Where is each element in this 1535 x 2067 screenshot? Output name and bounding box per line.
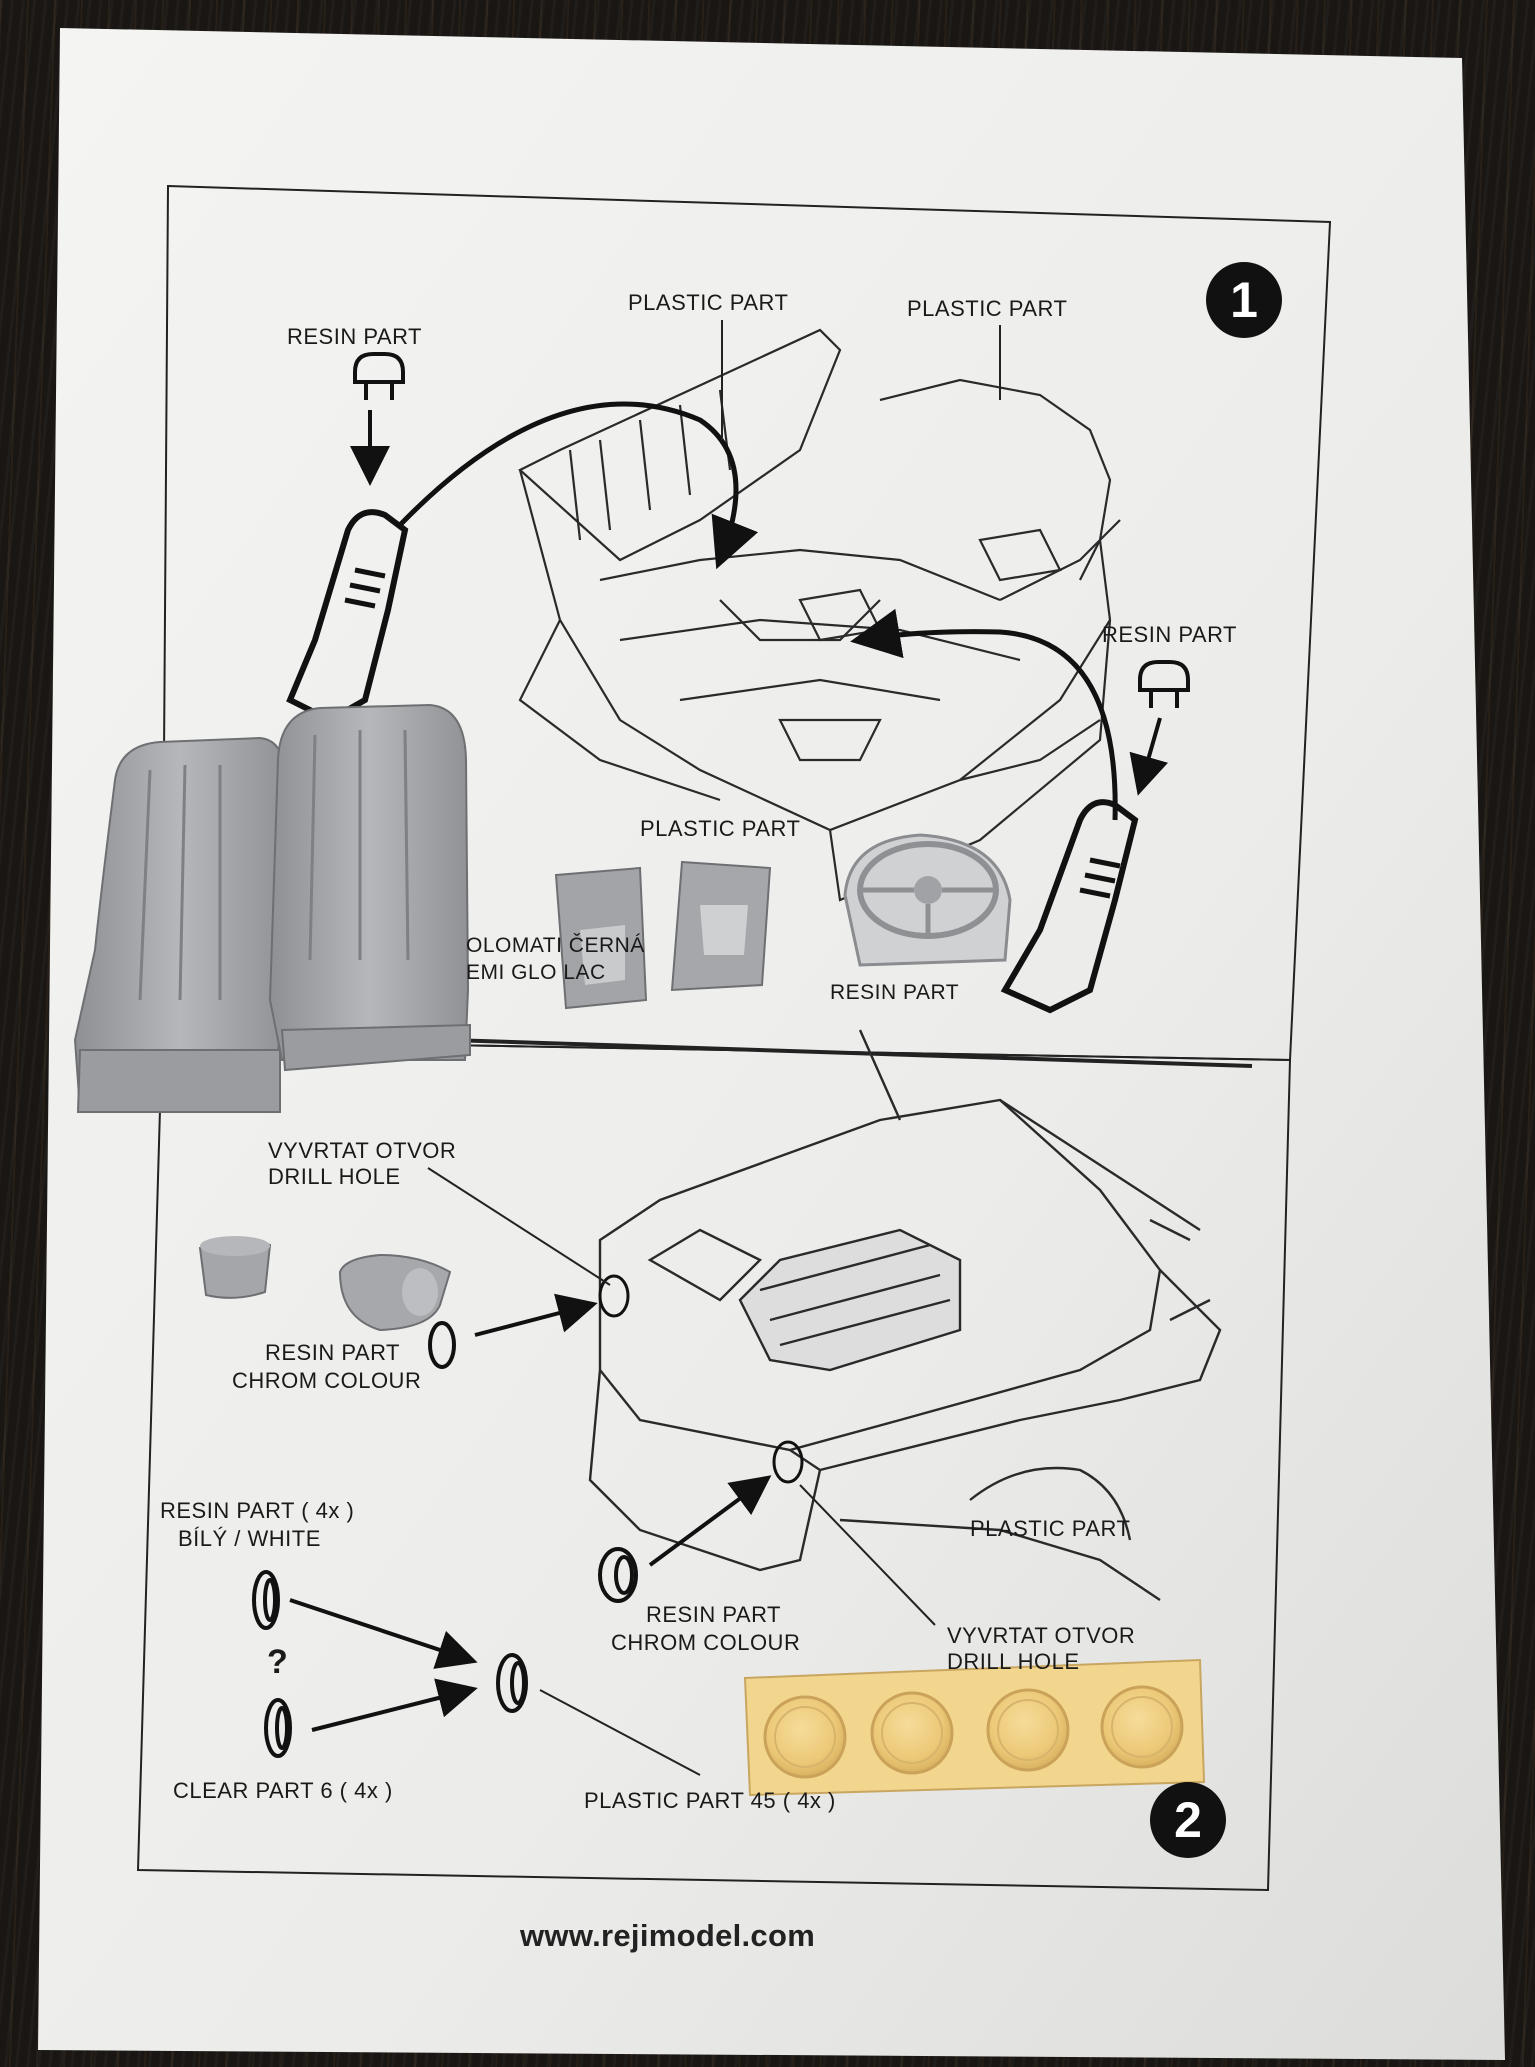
footer-url: www.rejimodel.com <box>520 1918 816 1953</box>
label-question-mark: ? <box>267 1643 289 1681</box>
label-resin-part-4x: RESIN PART ( 4x ) <box>160 1498 355 1523</box>
label-drill-hole-en: DRILL HOLE <box>947 1649 1080 1674</box>
label-drill-hole-cz: VYVRTAT OTVOR <box>947 1623 1136 1648</box>
label-chrom-colour: CHROM COLOUR <box>232 1368 422 1393</box>
label-resin-part-partial: RESIN PART <box>830 981 960 1004</box>
label-chrom-colour: CHROM COLOUR <box>611 1630 801 1655</box>
label-color-note-line2: EMI GLO LAC <box>466 961 606 984</box>
label-white-part: BÍLÝ / WHITE <box>178 1526 321 1551</box>
label-resin-part: RESIN PART <box>265 1340 400 1365</box>
step-1-badge: 1 <box>1206 262 1282 338</box>
label-color-note-line1: OLOMATI ČERNÁ <box>466 934 645 957</box>
step-2-badge: 2 <box>1150 1782 1226 1858</box>
label-plastic-part-45: PLASTIC PART 45 ( 4x ) <box>584 1788 836 1813</box>
label-resin-part: RESIN PART <box>1102 622 1237 647</box>
label-clear-part: CLEAR PART 6 ( 4x ) <box>173 1778 393 1803</box>
resin-seat-frames <box>554 860 772 1010</box>
resin-lamp-housings <box>198 1236 452 1332</box>
label-resin-part: RESIN PART <box>287 324 422 349</box>
label-drill-hole-cz: VYVRTAT OTVOR <box>268 1138 457 1163</box>
label-plastic-part: PLASTIC PART <box>640 816 801 841</box>
clear-yellow-lenses <box>743 1658 1206 1797</box>
label-drill-hole-en: DRILL HOLE <box>268 1164 401 1189</box>
clear-steering-wheel <box>843 833 1012 967</box>
resin-seat-right <box>268 703 471 1072</box>
label-plastic-part: PLASTIC PART <box>907 296 1068 321</box>
label-plastic-part: PLASTIC PART <box>628 290 789 315</box>
label-resin-part: RESIN PART <box>646 1602 781 1627</box>
label-plastic-part: PLASTIC PART <box>970 1516 1131 1541</box>
